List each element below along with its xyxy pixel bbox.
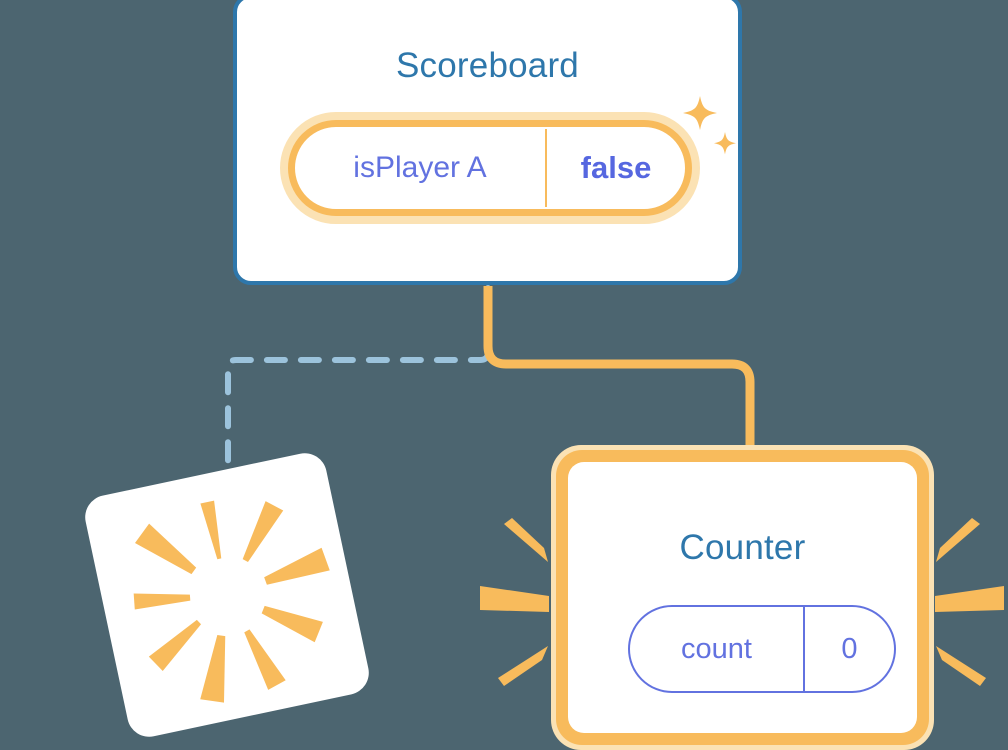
scoreboard-title: Scoreboard — [396, 46, 579, 85]
scoreboard-state-key: isPlayer A — [353, 151, 487, 184]
counter-state-pill[interactable]: count 0 — [628, 605, 896, 693]
burst-card[interactable] — [82, 450, 372, 740]
ray-left-top — [504, 518, 548, 562]
burst-rays-group — [133, 500, 330, 703]
ray-right-bottom — [936, 646, 986, 686]
burst-card-graphic — [85, 453, 369, 737]
ray-right-middle — [935, 586, 1004, 612]
ray-right-top — [936, 518, 980, 562]
burst-card-surface — [85, 453, 369, 737]
scoreboard-state-pill[interactable]: isPlayer A false — [280, 112, 700, 224]
scoreboard-pill-divider — [545, 129, 547, 207]
counter-state-key: count — [681, 632, 752, 665]
sparkle-small-icon — [714, 132, 736, 155]
scoreboard-card[interactable]: Scoreboard isPlayer A false — [233, 0, 742, 285]
ray-left-bottom — [498, 646, 548, 686]
counter-pill-divider — [803, 607, 805, 691]
connector-solid-to-counter — [483, 286, 755, 452]
sparkle-large-icon — [683, 96, 717, 130]
scoreboard-state-value: false — [580, 150, 652, 185]
ray-left-middle — [480, 586, 549, 612]
scoreboard-pill-glow — [280, 112, 700, 224]
scoreboard-pill-ring: isPlayer A false — [288, 120, 692, 216]
counter-card[interactable]: Counter count 0 — [551, 445, 934, 750]
counter-rays-right — [935, 518, 1004, 686]
counter-state-value: 0 — [841, 632, 858, 665]
counter-rays-left — [480, 518, 549, 686]
counter-title: Counter — [679, 528, 806, 567]
counter-card-surface: Counter count 0 — [568, 462, 917, 733]
sparkle-group — [683, 96, 736, 155]
